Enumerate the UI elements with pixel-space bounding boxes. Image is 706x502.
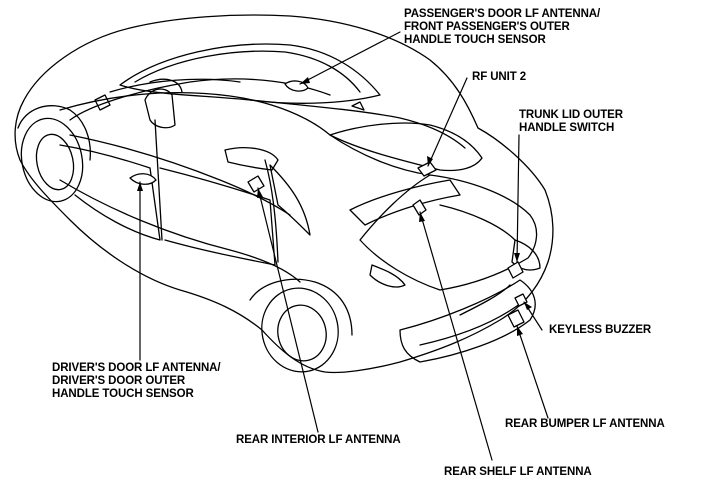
leader-rear-shelf	[419, 211, 493, 461]
roof-line	[59, 92, 431, 176]
windshield-inner	[134, 50, 361, 93]
rear-shelf	[349, 179, 461, 226]
quarter-window	[269, 164, 311, 236]
dashboard	[109, 78, 241, 93]
c-pillar	[264, 159, 279, 263]
label-trunk-switch: TRUNK LID OUTER HANDLE SWITCH	[519, 109, 623, 134]
b-pillar	[154, 119, 163, 241]
label-keyless-buzzer: KEYLESS BUZZER	[549, 324, 652, 336]
rear-seat	[224, 147, 279, 171]
roof-top	[249, 99, 466, 149]
trunk-lid	[359, 174, 538, 291]
label-rear-interior: REAR INTERIOR LF ANTENNA	[236, 434, 401, 446]
label-rear-shelf: REAR SHELF LF ANTENNA	[444, 466, 592, 478]
beltline	[69, 134, 291, 216]
car-body-outline	[14, 14, 554, 374]
rear-wheel-inner	[277, 304, 327, 362]
label-driver-door: DRIVER'S DOOR LF ANTENNA/ DRIVER'S DOOR …	[52, 362, 221, 400]
front-wheel-outer	[20, 117, 84, 203]
label-rf-unit: RF UNIT 2	[472, 71, 527, 83]
rear-window	[329, 122, 483, 172]
front-seat-back	[144, 88, 176, 129]
bumper-line	[419, 299, 526, 346]
leader-rf-unit	[427, 77, 468, 167]
taillight-left	[369, 264, 406, 288]
rear-wheel-arch	[249, 278, 353, 336]
rear-wheel-outer	[261, 287, 339, 373]
rear-shelf-antenna-box	[412, 199, 427, 216]
leader-passenger-door	[299, 31, 401, 85]
front-door-line	[59, 144, 161, 241]
rear-interior-antenna-box	[247, 175, 265, 193]
bumper-lower	[459, 284, 511, 316]
trunk-lid-edge	[439, 204, 516, 241]
door-mirror	[94, 94, 111, 111]
door-sill-line	[59, 179, 301, 283]
driver-door-handle	[129, 173, 157, 185]
rf-unit-box	[417, 161, 437, 177]
leader-trunk-switch	[516, 134, 520, 263]
front-wheel-inner	[35, 133, 75, 191]
leader-rear-interior	[257, 187, 319, 433]
trunk-switch-box	[507, 261, 524, 279]
rear-bumper-antenna-box	[507, 309, 525, 328]
leader-lines	[137, 31, 549, 461]
roof-marker	[351, 101, 365, 111]
rear-door-line	[159, 167, 276, 266]
front-wheel-arch	[17, 105, 91, 161]
leader-rear-bumper	[516, 325, 549, 419]
rear-bumper	[399, 279, 536, 363]
windshield	[119, 43, 381, 104]
label-passenger-door: PASSENGER'S DOOR LF ANTENNA/ FRONT PASSE…	[404, 8, 601, 46]
label-rear-bumper: REAR BUMPER LF ANTENNA	[505, 418, 665, 430]
